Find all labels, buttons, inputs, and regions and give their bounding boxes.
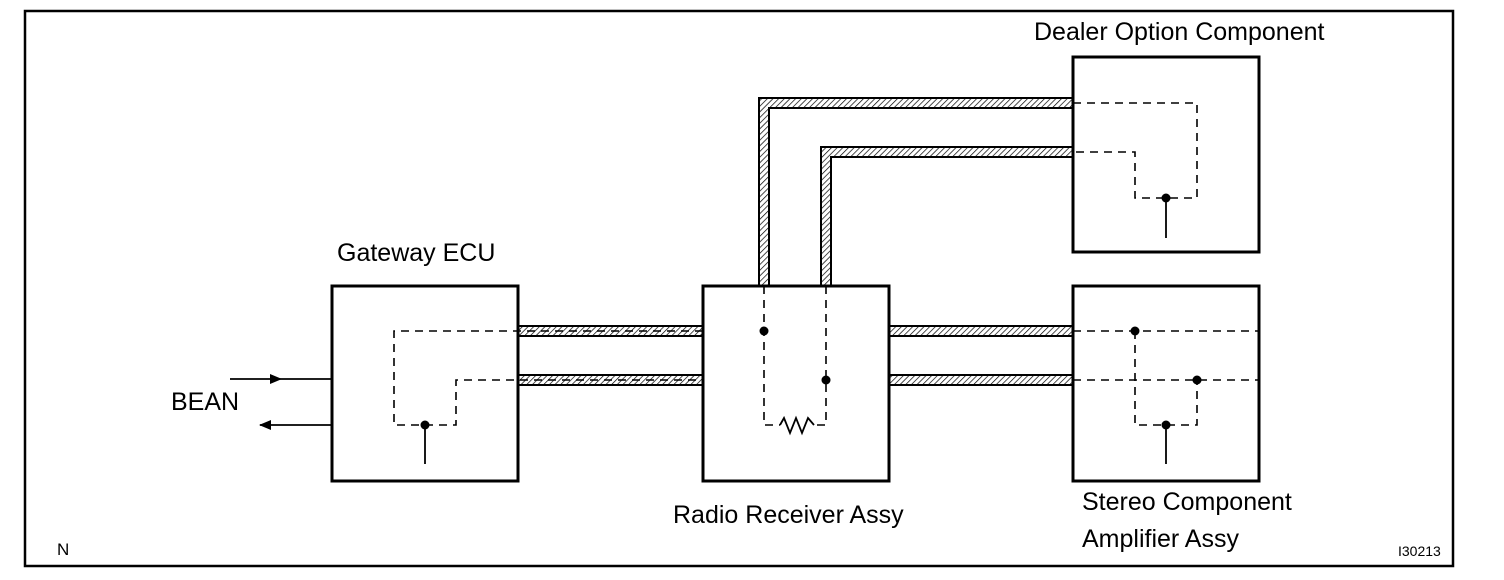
figure-id: I30213 [1398,543,1441,559]
bean-label: BEAN [171,388,240,416]
radio-receiver-box [701,284,891,483]
corner-letter: N [57,540,70,559]
ground-stubs [424,198,1167,464]
wire-radio-dealer-outer [758,97,1074,287]
wire-radio-stereo-upper [888,325,1074,337]
resistor-icon [779,415,815,436]
radio-receiver-label: Radio Receiver Assy [673,501,904,529]
wire-radio-stereo-lower [888,374,1074,386]
outer-frame [23,9,1455,568]
stereo-label-line1: Stereo Component [1082,488,1292,516]
wire-radio-dealer-inner [820,146,1074,287]
stereo-label-line2: Amplifier Assy [1082,525,1239,553]
dealer-option-label: Dealer Option Component [1034,18,1325,46]
junction-dots [420,193,1202,430]
gateway-ecu-label: Gateway ECU [337,239,496,267]
